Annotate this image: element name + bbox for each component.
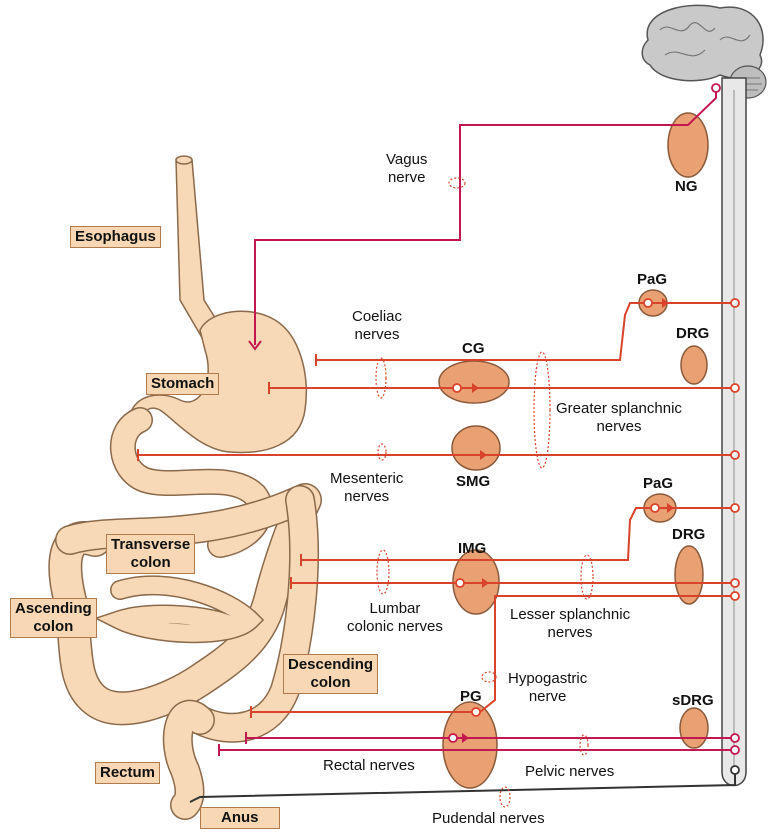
label-pag-upper: PaG	[637, 271, 667, 289]
label-pg: PG	[460, 688, 482, 706]
label-hypogastric-line1: Hypogastric	[508, 670, 587, 688]
label-hypogastric-line2: nerve	[508, 688, 587, 706]
label-mesenteric-line2: nerves	[330, 488, 403, 506]
label-vagus-line1: Vagus	[386, 151, 427, 169]
label-lumbar-line2: colonic nerves	[347, 618, 443, 636]
label-anus: Anus	[200, 807, 280, 829]
label-coeliac-nerves: Coeliac nerves	[352, 308, 402, 344]
label-cg: CG	[462, 340, 485, 358]
ganglion-cg	[439, 361, 509, 403]
label-rectal-nerves: Rectal nerves	[323, 757, 415, 775]
label-pudendal-nerves: Pudendal nerves	[432, 810, 545, 828]
label-smg: SMG	[456, 473, 490, 491]
label-transverse-colon: Transverse colon	[106, 534, 195, 574]
ganglion-smg	[452, 426, 500, 470]
label-vagus-nerve: Vagus nerve	[386, 151, 427, 187]
label-vagus-line2: nerve	[386, 169, 427, 187]
label-greater-splanchnic-line2: nerves	[556, 418, 682, 436]
label-transverse-colon-line2: colon	[111, 554, 190, 572]
label-ng: NG	[675, 178, 698, 196]
label-lesser-line1: Lesser splanchnic	[510, 606, 630, 624]
ganglion-pg	[443, 702, 497, 788]
label-mesenteric-line1: Mesenteric	[330, 470, 403, 488]
label-greater-splanchnic: Greater splanchnic nerves	[556, 400, 682, 436]
label-drg-upper: DRG	[676, 325, 709, 343]
label-descending-colon: Descending colon	[283, 654, 378, 694]
label-hypogastric: Hypogastric nerve	[508, 670, 587, 706]
label-esophagus: Esophagus	[70, 226, 161, 248]
label-mesenteric-nerves: Mesenteric nerves	[330, 470, 403, 506]
label-ascending-colon-line2: colon	[15, 618, 92, 636]
label-lesser-line2: nerves	[510, 624, 630, 642]
label-pelvic-nerves: Pelvic nerves	[525, 763, 614, 781]
label-ascending-colon-line1: Ascending	[15, 600, 92, 618]
label-transverse-colon-line1: Transverse	[111, 536, 190, 554]
label-pag-lower: PaG	[643, 475, 673, 493]
label-lumbar-colonic: Lumbar colonic nerves	[347, 600, 443, 636]
label-ascending-colon: Ascending colon	[10, 598, 97, 638]
label-drg-lower: DRG	[672, 526, 705, 544]
label-img: IMG	[458, 540, 486, 558]
label-coeliac-line1: Coeliac	[352, 308, 402, 326]
brain	[642, 5, 766, 98]
ganglion-ng	[668, 113, 708, 177]
label-lesser-splanchnic: Lesser splanchnic nerves	[510, 606, 630, 642]
ganglion-drg-upper	[681, 346, 707, 384]
label-rectum: Rectum	[95, 762, 160, 784]
label-lumbar-line1: Lumbar	[347, 600, 443, 618]
label-coeliac-line2: nerves	[352, 326, 402, 344]
label-descending-colon-line2: colon	[288, 674, 373, 692]
label-stomach: Stomach	[146, 373, 219, 395]
label-descending-colon-line1: Descending	[288, 656, 373, 674]
label-sdrg: sDRG	[672, 692, 714, 710]
ganglion-sdrg	[680, 708, 708, 748]
label-greater-splanchnic-line1: Greater splanchnic	[556, 400, 682, 418]
